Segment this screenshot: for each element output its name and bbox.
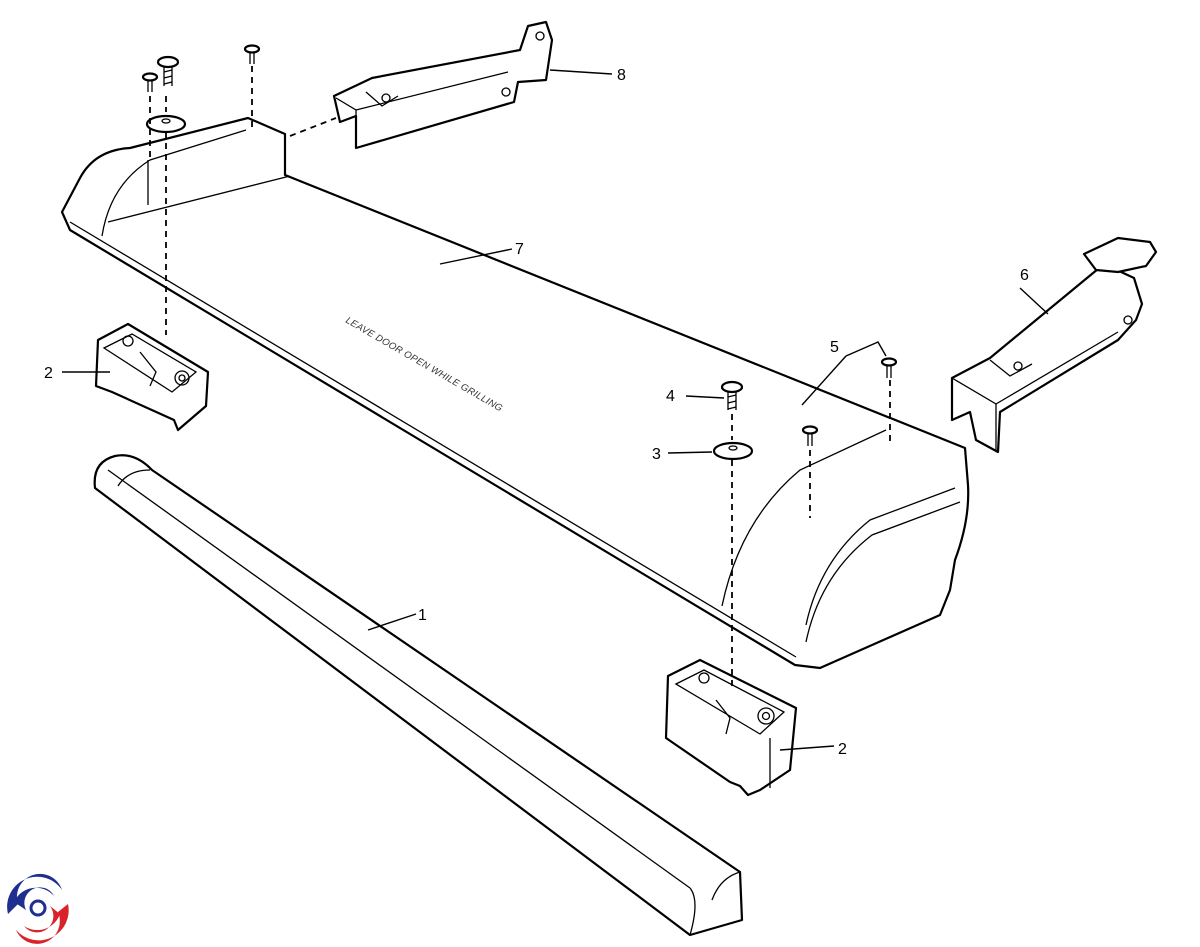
part-3-spacer-disc (712, 441, 754, 461)
part-2-end-cap-right (664, 658, 798, 797)
part-4-screw (720, 380, 744, 410)
leader-lines (62, 69, 1049, 751)
fastener-screw-small-top (243, 44, 261, 64)
part-1-handle-bar (93, 454, 744, 937)
swirl-logo-icon (6, 873, 70, 944)
callout-5: 5 (830, 339, 839, 356)
callout-2-right: 2 (838, 741, 847, 758)
callout-3: 3 (652, 446, 661, 463)
part-2-end-cap-left (94, 322, 210, 432)
part-5-screw-a (801, 425, 819, 446)
part-6-hinge-bracket-right (950, 236, 1158, 454)
part-7-lid-panel: LEAVE DOOR OPEN WHILE GRILLING (60, 116, 970, 670)
fastener-screw-top-left (156, 55, 180, 86)
callout-7: 7 (515, 241, 524, 258)
callout-6: 6 (1020, 267, 1029, 284)
part-8-hinge-bracket-left (332, 20, 554, 150)
fastener-screw-small-left (141, 72, 159, 92)
part-5-screw-b (880, 357, 898, 378)
assembly-dashed-lines (149, 66, 891, 690)
callout-4: 4 (666, 388, 675, 405)
callout-labels: 1 2 2 3 4 5 6 7 8 (44, 67, 1029, 758)
callout-2-left: 2 (44, 365, 53, 382)
callout-8: 8 (617, 67, 626, 84)
callout-1: 1 (418, 607, 427, 624)
spacer-disc-left (145, 114, 187, 134)
